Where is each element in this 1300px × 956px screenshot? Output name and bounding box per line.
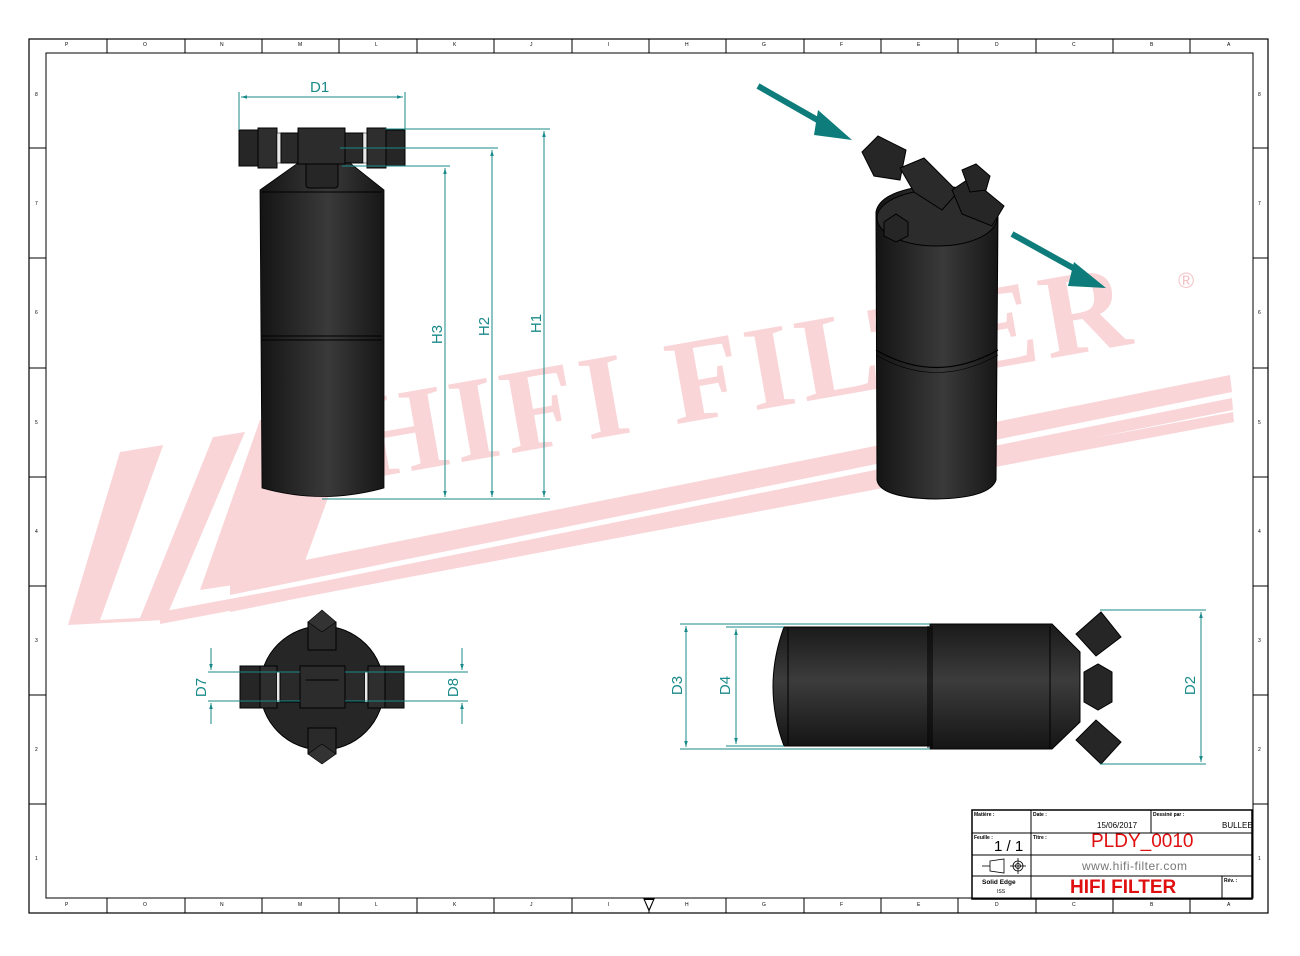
zone-label: F [840,902,844,908]
dim-label-d7: D7 [193,677,211,698]
zone-label: P [65,902,69,908]
zone-label: N [220,42,224,48]
dim-label-h3: H3 [429,324,447,345]
sheet-label: Feuille : [974,835,993,841]
zone-label: 3 [1258,638,1261,644]
zone-label: 5 [1258,420,1261,426]
zone-label: H [685,42,689,48]
zone-label: N [220,902,224,908]
zone-label: B [1150,42,1154,48]
isometric-view [756,83,1106,500]
zone-label: A [1227,42,1231,48]
title-label: Titre : [1033,835,1047,841]
zone-label: I [608,42,610,48]
zone-label: D [995,42,999,48]
dim-label-h1: H1 [528,313,546,334]
zone-label: G [762,42,766,48]
dim-label-d1: D1 [310,79,330,96]
svg-text:HIFI FILTER: HIFI FILTER [341,237,1144,505]
drawing-title: PLDY_0010 [1091,831,1194,852]
dim-label-d4: D4 [717,675,735,696]
zone-label: 7 [1258,201,1261,207]
side-view [680,609,1206,765]
zone-label: 2 [1258,747,1261,753]
software-name: Solid Edge [982,879,1016,886]
zone-label: K [453,42,457,48]
zone-label: D [995,902,999,908]
zone-label: O [143,42,147,48]
zone-label: E [917,902,921,908]
drawn-by-value: BULLEE [1222,821,1253,830]
software-version: ISS [997,889,1006,895]
zone-label: 6 [35,310,38,316]
zone-label: P [65,42,69,48]
top-view [208,609,468,765]
sheet-value: 1 / 1 [994,838,1024,855]
dim-label-d3: D3 [669,675,687,696]
title-block-grid [971,809,1253,900]
front-view [238,92,550,500]
revision-label: Rév. : [1224,878,1238,884]
drawn-by-label: Dessiné par : [1153,812,1185,818]
zone-label: M [298,42,303,48]
material-label: Matière : [974,812,995,818]
svg-text:®: ® [1178,268,1194,293]
zone-ticks [29,39,1268,913]
zone-label: 1 [35,856,38,862]
zone-label: 8 [35,92,38,98]
zone-label: 4 [35,529,38,535]
zone-label: M [298,902,303,908]
zone-label: O [143,902,147,908]
date-label: Date : [1033,812,1047,818]
dim-label-d8: D8 [445,677,463,698]
zone-label: 2 [35,747,38,753]
dim-label-h2: H2 [476,316,494,337]
zone-label: 4 [1258,529,1261,535]
zone-label: J [530,42,533,48]
zone-label: 7 [35,201,38,207]
zone-label: G [762,902,766,908]
zone-label: L [375,902,378,908]
zone-label: C [1072,902,1076,908]
website-text: www.hifi-filter.com [1082,859,1188,873]
projection-symbol-icon [982,858,1026,874]
date-value: 15/06/2017 [1097,821,1138,830]
zone-label: B [1150,902,1154,908]
zone-label: F [840,42,844,48]
zone-label: A [1227,902,1231,908]
zone-label: E [917,42,921,48]
dim-label-d2: D2 [1182,675,1200,696]
zone-label: I [608,902,610,908]
zone-label: 6 [1258,310,1261,316]
zone-label: H [685,902,689,908]
zone-label: 8 [1258,92,1261,98]
zone-label: 3 [35,638,38,644]
zone-label: 1 [1258,856,1261,862]
hifi-filter-watermark: HIFI FILTER ® [68,237,1234,625]
zone-label: K [453,902,457,908]
zone-label: J [530,902,533,908]
zone-label: 5 [35,420,38,426]
brand-name: HIFI FILTER [1070,877,1177,898]
zone-label: C [1072,42,1076,48]
zone-label: L [375,42,378,48]
